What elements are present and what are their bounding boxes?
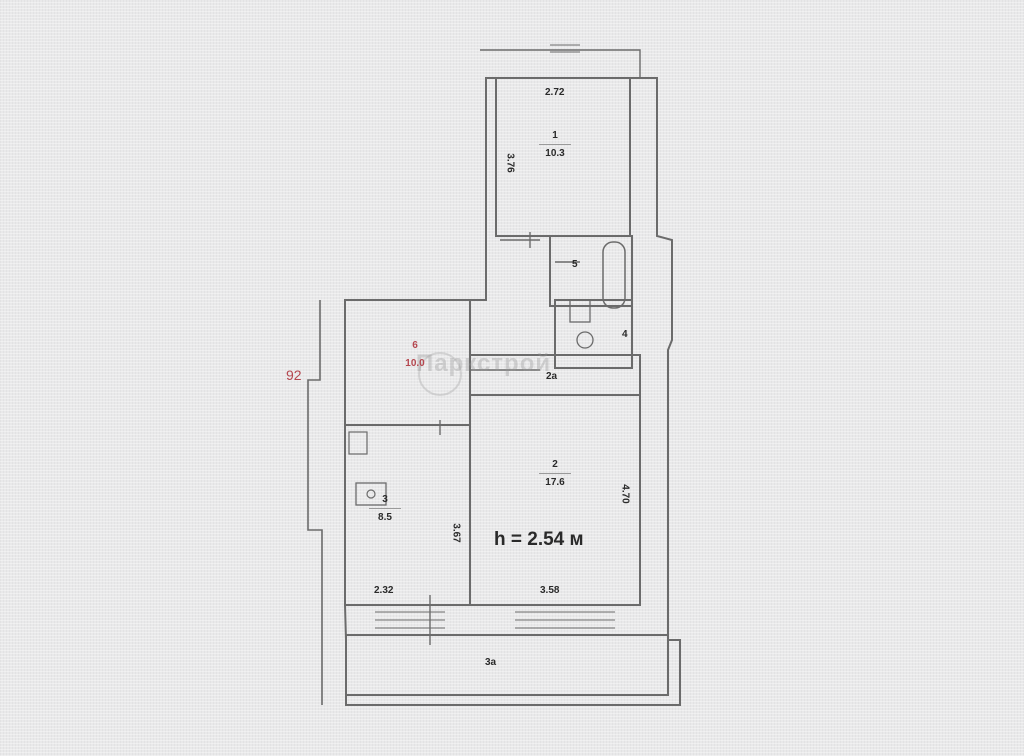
sink-icon (569, 299, 591, 323)
room-2-width-label: 3.58 (540, 585, 560, 596)
watermark: Паркстрой (416, 350, 552, 377)
stove-icon (355, 482, 387, 506)
bathtub-icon (602, 241, 626, 309)
room-3-width-label: 2.32 (374, 585, 394, 596)
room-2-label: 2 17.6 (535, 459, 575, 488)
room-3a-outline (345, 634, 669, 696)
room-3-area: 8.5 (378, 512, 392, 523)
ceiling-height-label: h = 2.54 м (494, 529, 584, 550)
room-2-outline (469, 394, 641, 606)
room-6-label: 6 10.0 (395, 340, 435, 369)
room-2a-label: 2a (546, 371, 558, 382)
cabinet-icon (348, 431, 368, 455)
room-6-number: 6 (412, 340, 418, 351)
room-4-label: 4 (622, 329, 628, 340)
room-4-outline (554, 299, 633, 369)
room-1-label: 1 10.3 (535, 130, 575, 159)
room-3-label: 3 8.5 (365, 494, 405, 523)
room-1-width-label: 2.72 (545, 87, 565, 98)
room-2-depth-label: 4.70 (619, 484, 631, 504)
room-3-outline (344, 424, 471, 606)
room-3a-label: 3a (485, 657, 497, 668)
room-3-number: 3 (382, 494, 388, 505)
toilet-icon (576, 331, 594, 349)
room-6-area: 10.0 (405, 358, 425, 369)
room-1-number: 1 (552, 130, 558, 141)
room-5-label: 5 (572, 259, 578, 270)
watermark-logo-icon (418, 352, 462, 396)
side-marker-label: 92 (286, 367, 302, 383)
room-1-depth-label: 3.76 (504, 153, 516, 173)
room-1-area: 10.3 (545, 148, 565, 159)
room-2-area: 17.6 (545, 477, 565, 488)
room-5-outline (549, 235, 633, 307)
room-3-depth-label: 3.67 (450, 523, 462, 543)
room-2a-outline (470, 354, 641, 395)
room-2-number: 2 (552, 459, 558, 470)
